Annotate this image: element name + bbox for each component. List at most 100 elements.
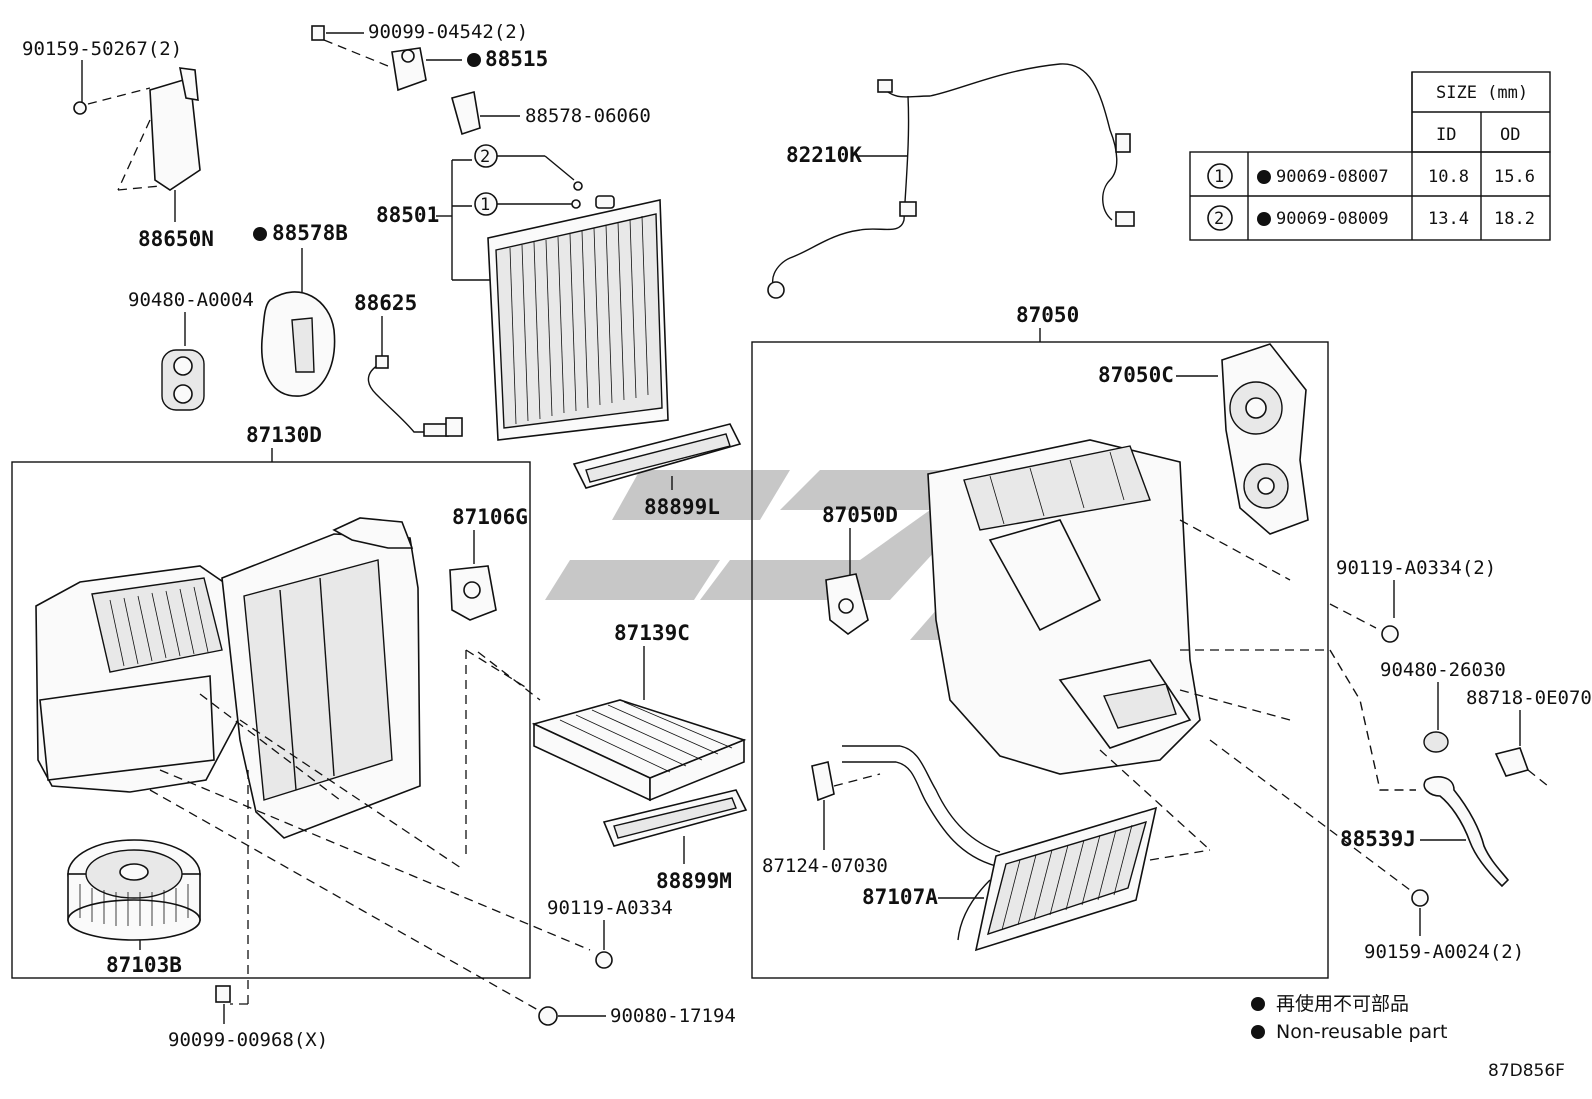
assembly-box-87130D xyxy=(11,461,531,979)
grommet-icon xyxy=(1423,731,1449,753)
label-88539J: 88539J xyxy=(1340,827,1416,851)
non-reusable-dot xyxy=(1257,170,1271,184)
nut-icon xyxy=(538,1006,558,1026)
part-88718-0E070-group[interactable]: 88718-0E070 xyxy=(1466,687,1592,787)
size-row-1-id: 10.8 xyxy=(1428,167,1469,187)
part-87050-group[interactable]: 87050 xyxy=(751,303,1330,979)
part-87107A-group[interactable]: 87107A xyxy=(842,745,1158,952)
label-88515: 88515 xyxy=(485,47,548,71)
label-87050C: 87050C xyxy=(1098,363,1174,387)
part-88625-group[interactable]: 88625 xyxy=(354,291,463,437)
part-88578B-group[interactable]: 88578B xyxy=(253,221,348,397)
part-88515-group[interactable]: 88515 xyxy=(391,47,548,92)
size-row-1-part: 90069-08007 xyxy=(1276,167,1389,187)
part-90080-17194-group[interactable]: 90080-17194 xyxy=(149,789,736,1027)
label-90480-26030: 90480-26030 xyxy=(1380,659,1506,681)
label-90480-A0004: 90480-A0004 xyxy=(128,289,254,311)
part-90159-A0024-group[interactable]: 90159-A0024(2) xyxy=(1209,739,1524,963)
part-90119-A0334-2-group[interactable]: 90119-A0334(2) xyxy=(1329,557,1496,643)
label-88650N: 88650N xyxy=(138,227,214,251)
label-90099-00968: 90099-00968(X) xyxy=(168,1029,328,1051)
label-90159-50267: 90159-50267(2) xyxy=(22,38,182,60)
label-88578B: 88578B xyxy=(272,221,348,245)
label-87107A: 87107A xyxy=(862,885,938,909)
label-90119-A0334-2: 90119-A0334(2) xyxy=(1336,557,1496,579)
grommet-icon xyxy=(161,349,205,411)
clamp-icon xyxy=(811,761,835,802)
label-87050: 87050 xyxy=(1016,303,1079,327)
part-87106G-group[interactable]: 87106G xyxy=(449,505,531,860)
heater-pipe-icon xyxy=(842,745,1001,853)
non-reusable-dot xyxy=(1251,997,1265,1011)
bolt-icon xyxy=(1381,625,1399,643)
legend-en: Non-reusable part xyxy=(1276,1021,1447,1043)
wire-harness-icon xyxy=(887,63,1118,221)
bolt-icon xyxy=(311,25,325,41)
part-88650N-group[interactable]: 88650N xyxy=(117,67,214,251)
part-87124-07030-group[interactable]: 87124-07030 xyxy=(762,761,888,877)
part-88899L-group[interactable]: 88899L xyxy=(572,423,742,519)
part-87103B-group[interactable]: 87103B xyxy=(67,839,201,977)
label-87124-07030: 87124-07030 xyxy=(762,855,888,877)
size-table-header: SIZE (mm) xyxy=(1436,83,1528,103)
size-row-2-no: 2 xyxy=(1214,209,1224,229)
non-reusable-dot xyxy=(1257,212,1271,226)
part-88899M-group[interactable]: 88899M xyxy=(602,789,748,893)
label-82210K: 82210K xyxy=(786,143,862,167)
bolt-icon xyxy=(215,985,231,1003)
label-87106G: 87106G xyxy=(452,505,528,529)
part-90480-26030-group[interactable]: 90480-26030 xyxy=(1380,659,1506,753)
bolt-icon xyxy=(1411,889,1429,907)
size-row-2-od: 18.2 xyxy=(1494,209,1535,229)
hose-icon xyxy=(1423,776,1510,888)
clip-icon xyxy=(451,90,481,136)
legend: 再使用不可部品 Non-reusable part xyxy=(1251,993,1447,1043)
part-87050D-group[interactable]: 87050D xyxy=(822,503,898,635)
size-table-col-od: OD xyxy=(1500,125,1520,145)
label-90080-17194: 90080-17194 xyxy=(610,1005,736,1027)
non-reusable-dot xyxy=(1251,1025,1265,1039)
label-90159-A0024: 90159-A0024(2) xyxy=(1364,941,1524,963)
non-reusable-dot xyxy=(253,227,267,241)
size-row-2-part: 90069-08009 xyxy=(1276,209,1389,229)
part-90119-A0334-group[interactable]: 90119-A0334 xyxy=(159,769,673,969)
label-88578-06060: 88578-06060 xyxy=(525,105,651,127)
label-88899M: 88899M xyxy=(656,869,732,893)
label-87139C: 87139C xyxy=(614,621,690,645)
label-90099-04542: 90099-04542(2) xyxy=(368,21,528,43)
part-87130D-group[interactable]: 87130D xyxy=(11,423,531,979)
size-row-2-id: 13.4 xyxy=(1428,209,1469,229)
assembly-box-87050 xyxy=(751,341,1329,979)
label-90119-A0334: 90119-A0334 xyxy=(547,897,673,919)
non-reusable-dot xyxy=(467,53,481,67)
part-82210K-group[interactable]: 82210K xyxy=(767,63,1135,299)
diagram-code: 87D856F xyxy=(1488,1061,1565,1081)
part-87050C-group[interactable]: 87050C xyxy=(1098,343,1309,535)
label-87050D: 87050D xyxy=(822,503,898,527)
label-87130D: 87130D xyxy=(246,423,322,447)
expansion-valve-icon xyxy=(391,47,427,92)
part-88539J-group[interactable]: 88539J xyxy=(1329,649,1510,888)
size-table-col-id: ID xyxy=(1436,125,1456,145)
size-row-1-od: 15.6 xyxy=(1494,167,1535,187)
size-table: SIZE (mm) ID OD 1 90069-08007 10.8 15.6 … xyxy=(1189,71,1551,241)
label-88899L: 88899L xyxy=(644,495,720,519)
legend-jp: 再使用不可部品 xyxy=(1276,993,1409,1015)
size-row-1-no: 1 xyxy=(1214,167,1224,187)
bolt-icon xyxy=(595,951,613,969)
label-88501: 88501 xyxy=(376,203,439,227)
part-90480-A0004-group[interactable]: 90480-A0004 xyxy=(128,289,254,411)
label-87103B: 87103B xyxy=(106,953,182,977)
thermistor-wire-icon xyxy=(367,361,448,433)
part-87139C-group[interactable]: 87139C xyxy=(477,621,747,802)
part-88578-06060-group[interactable]: 88578-06060 xyxy=(451,90,651,136)
sensor-icon xyxy=(1494,747,1530,777)
screw-icon xyxy=(73,101,87,115)
label-88625: 88625 xyxy=(354,291,417,315)
part-90159-50267-group[interactable]: 90159-50267(2) xyxy=(22,38,182,115)
part-88501-group[interactable]: 88501 2 1 xyxy=(376,144,669,441)
part-90099-00968-group[interactable]: 90099-00968(X) xyxy=(168,770,328,1051)
part-90099-04542-group[interactable]: 90099-04542(2) xyxy=(311,21,528,67)
